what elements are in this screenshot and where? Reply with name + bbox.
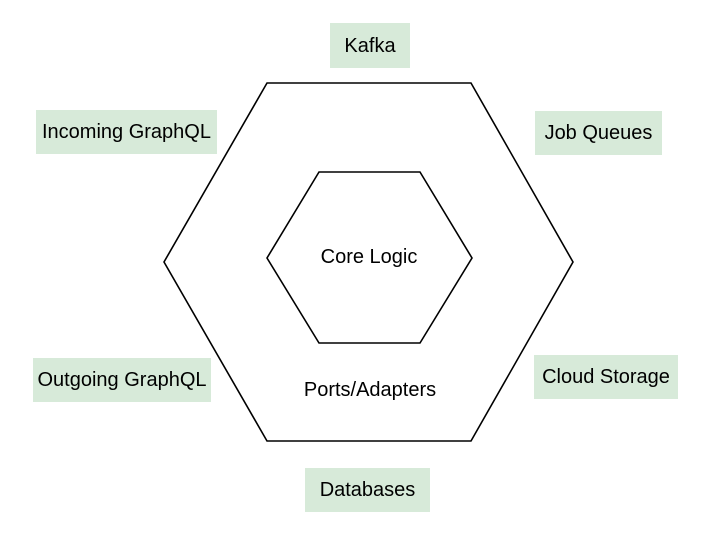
adapter-label-cloud-storage: Cloud Storage xyxy=(534,355,678,399)
adapter-label-outgoing-graphql: Outgoing GraphQL xyxy=(33,358,211,402)
adapter-label-databases: Databases xyxy=(305,468,430,512)
outer-hexagon-label: Ports/Adapters xyxy=(303,379,437,401)
outer-hexagon xyxy=(163,82,574,442)
adapter-label-kafka: Kafka xyxy=(330,23,410,68)
adapter-label-incoming-graphql: Incoming GraphQL xyxy=(36,110,217,154)
inner-hexagon-label: Core Logic xyxy=(320,246,418,268)
inner-hexagon xyxy=(266,171,473,344)
adapter-label-job-queues: Job Queues xyxy=(535,111,662,155)
